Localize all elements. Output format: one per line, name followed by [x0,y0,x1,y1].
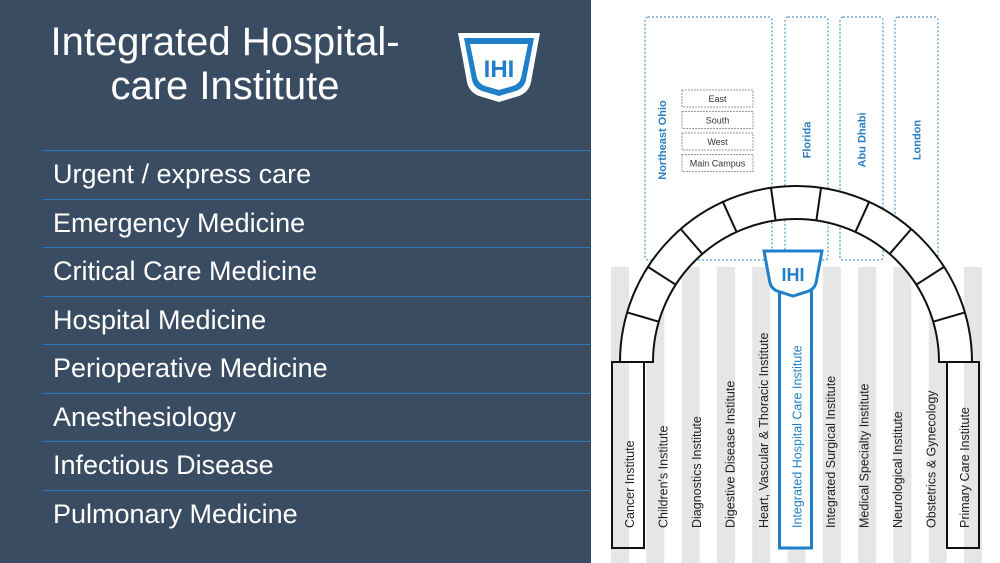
arch-joint [679,228,704,255]
institute-label: Heart, Vascular & Thoracic Institute [757,332,771,528]
institute-label: Digestive Disease Institute [724,381,738,528]
column-outline [611,361,645,549]
institute-column: Diagnostics Institute [690,416,704,528]
care-list-item: Anesthesiology [43,392,591,442]
keystone-ihi-icon: IHI [762,249,824,298]
logo-text: IHI [484,56,515,83]
arch-joint [888,228,913,255]
care-list-item: Critical Care Medicine [43,247,591,296]
arch-joint [915,266,945,286]
slide-title-line-1: Integrated Hospital- [50,20,400,64]
care-list-item: Hospital Medicine [43,295,591,345]
background-stripe [822,267,841,563]
institute-label: Diagnostics Institute [690,416,704,528]
institute-column: Medical Specialty Institute [858,383,872,528]
institute-column: Obstetrics & Gynecology [925,390,939,528]
region-label: Florida [802,121,814,159]
region-label: Northeast Ohio [657,100,669,180]
institute-column: Heart, Vascular & Thoracic Institute [757,332,771,528]
column-outline [946,361,980,549]
institute-column: Primary Care Institute [946,361,980,549]
region-label: Abu Dhabi [857,113,869,168]
keystone-text: IHI [781,265,804,285]
slide-title: Integrated Hospital- care Institute [20,20,430,108]
institute-label: Integrated Hospital Care Institute [791,345,805,528]
arch-joint [815,187,823,221]
care-list-item: Emergency Medicine [43,198,591,248]
background-stripe [858,267,877,563]
institute-column: Digestive Disease Institute [724,381,738,528]
care-list-item: Perioperative Medicine [43,344,591,393]
arch-joint [626,311,660,323]
background-stripe [752,267,771,563]
slide-title-line-2: care Institute [110,64,340,108]
institute-column: Integrated Surgical Institute [824,376,838,528]
campus-label: South [706,116,730,126]
institute-column: Children's Institute [657,426,671,528]
institute-label: Children's Institute [657,426,671,528]
arch-joint [721,201,738,233]
institute-label: Neurological Institute [891,411,905,528]
campus-box [681,89,754,108]
campus-label: West [707,137,728,147]
institute-label: Primary Care Institute [958,407,972,528]
institute-column: Cancer Institute [611,361,645,549]
ihi-logo: IHI [455,30,543,104]
campus-label: Main Campus [690,159,746,169]
institute-label: Integrated Surgical Institute [824,376,838,528]
arch [618,185,974,363]
region-label: London [912,120,924,161]
care-list-item: Pulmonary Medicine [43,489,591,539]
ihi-shield-icon: IHI [458,33,540,102]
campus-box [681,154,754,172]
background-stripe [893,267,912,563]
institute-column: Integrated Hospital Care Institute [778,280,813,550]
institute-label: Obstetrics & Gynecology [925,390,939,528]
care-list-item: Urgent / express care [43,150,591,199]
campus-box [681,111,754,129]
column-outline [778,280,813,550]
arch-joint [854,201,871,233]
arch-ring [618,185,974,363]
arch-joint [932,311,966,323]
institute-label: Cancer Institute [623,440,637,528]
background-stripe [716,267,735,563]
arch-joint [769,187,777,221]
region-box: Florida [784,16,829,261]
background-stripe [681,267,700,563]
institute-column: Neurological Institute [891,411,905,528]
institute-label: Medical Specialty Institute [858,383,872,528]
care-list-item: Infectious Disease [43,441,591,490]
left-panel: Integrated Hospital- care Institute IHI … [0,0,591,563]
campus-box [681,132,754,151]
arch-joint [647,266,677,286]
campus-label: East [708,94,727,104]
